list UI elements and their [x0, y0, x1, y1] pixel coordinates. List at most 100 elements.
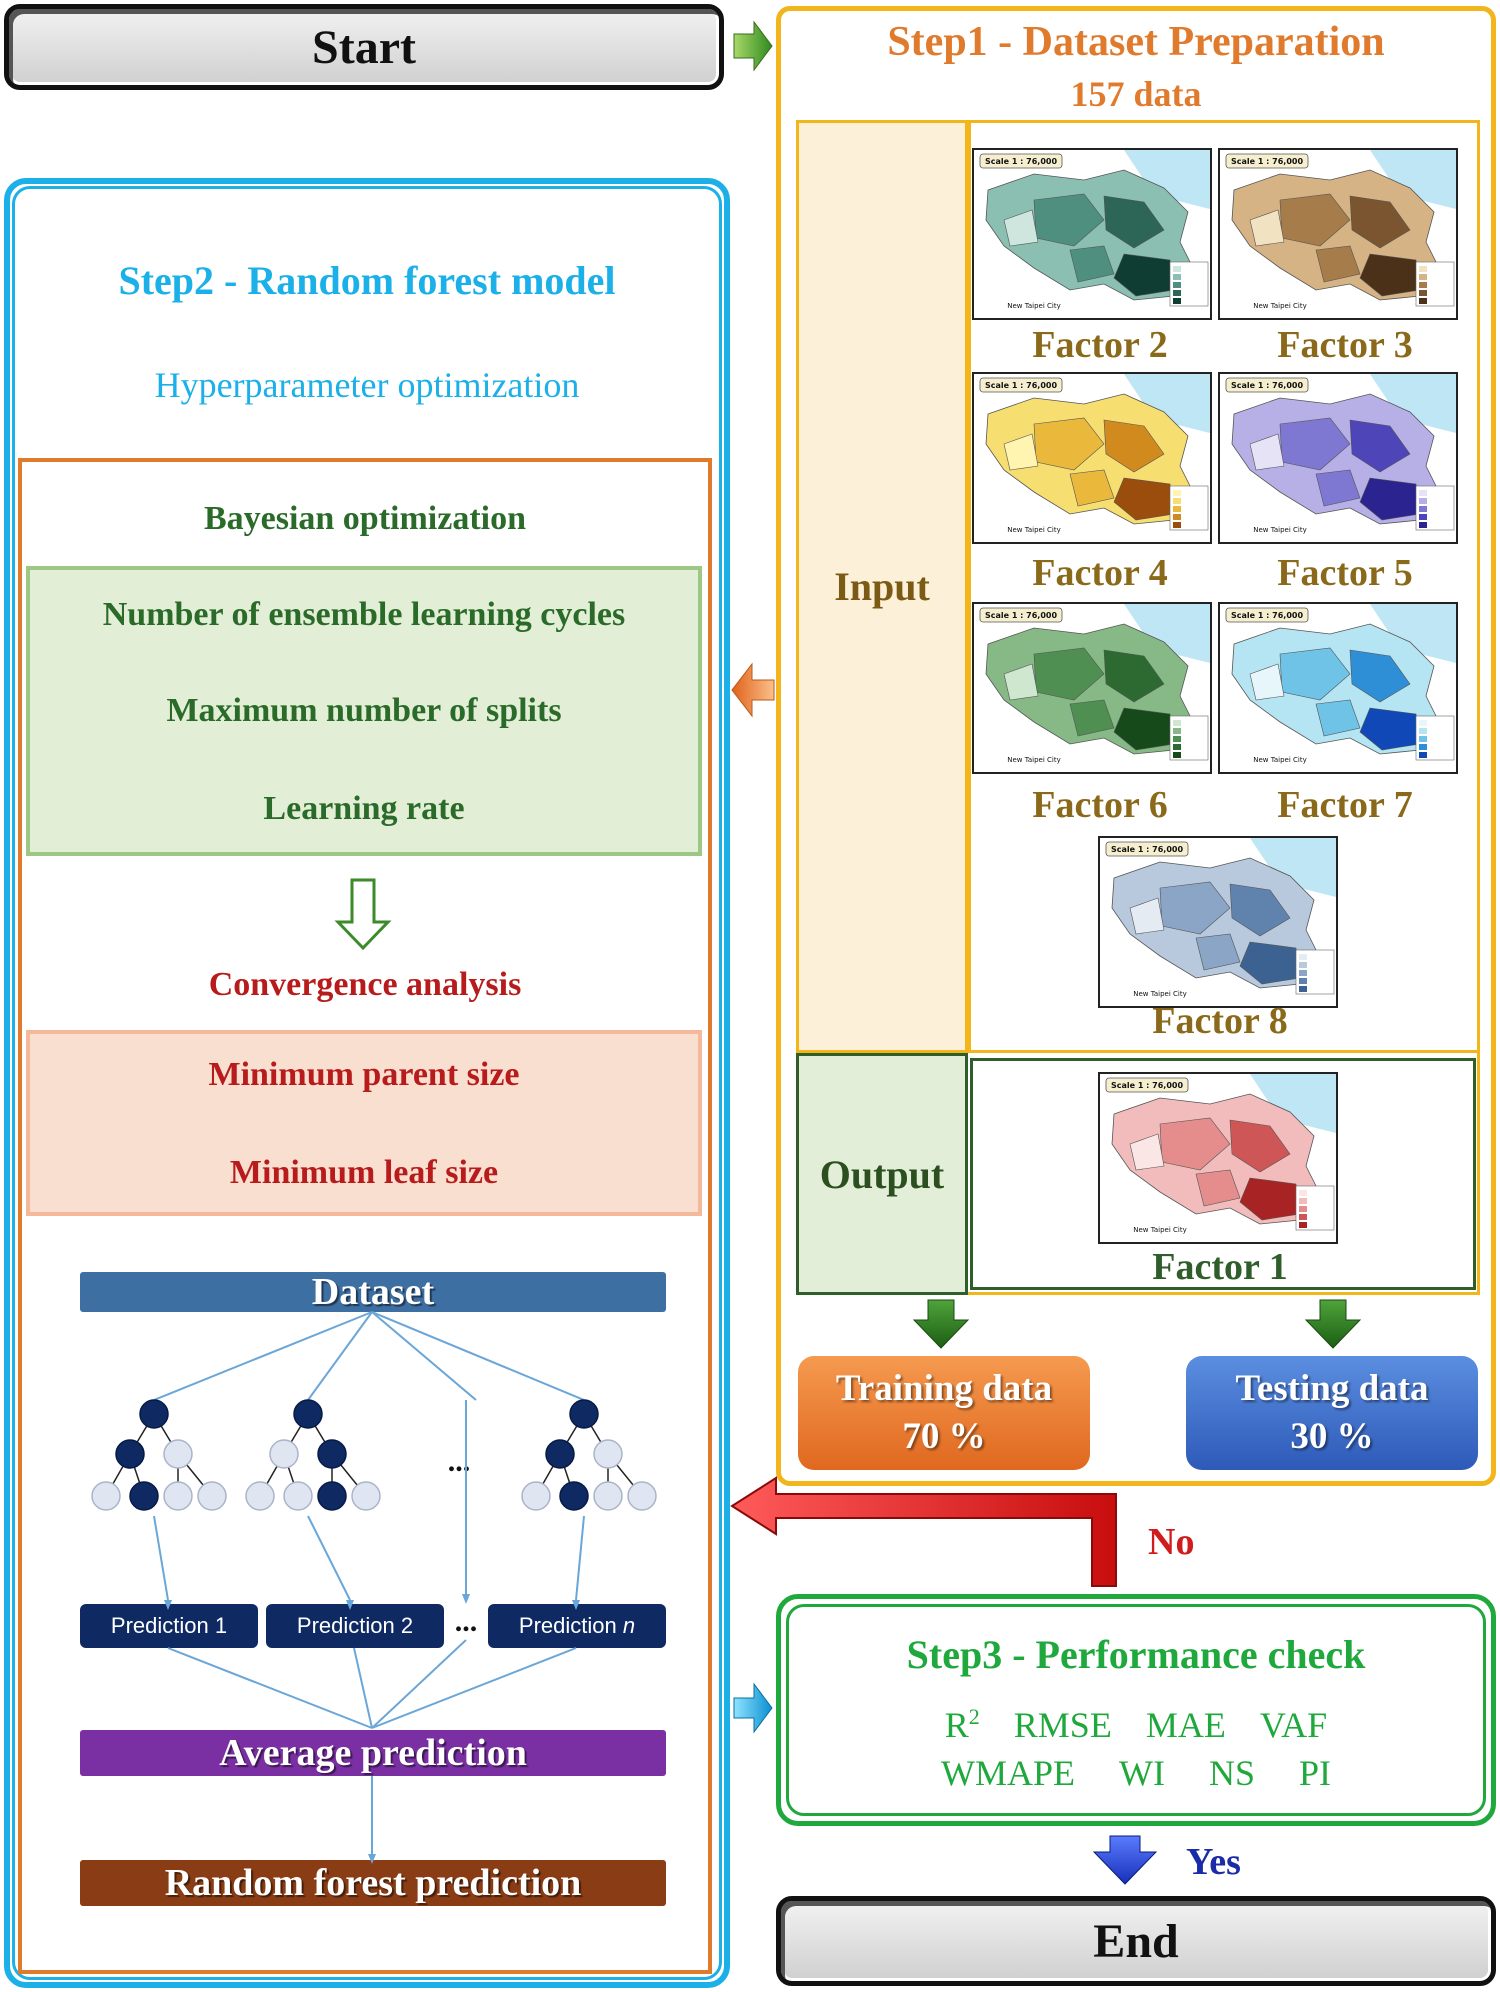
input-cell: Input — [796, 120, 968, 1053]
metric-vaf: VAF — [1259, 1705, 1328, 1745]
param-min-parent: Minimum parent size — [208, 1056, 520, 1093]
svg-text:New Taipei City: New Taipei City — [1253, 526, 1306, 534]
optimization-panel — [18, 458, 712, 1974]
training-value: 70 % — [902, 1416, 986, 1457]
start-box: Start — [4, 4, 724, 90]
arrow-step1-to-step2 — [731, 662, 775, 718]
end-box: End — [776, 1896, 1496, 1986]
output-cell: Output — [796, 1053, 968, 1295]
prediction-n-label: Prediction n — [519, 1613, 635, 1639]
svg-text:Scale 1 : 76,000: Scale 1 : 76,000 — [1231, 381, 1303, 390]
prediction-1: Prediction 1 — [80, 1604, 258, 1648]
svg-text:Scale 1 : 76,000: Scale 1 : 76,000 — [985, 611, 1057, 620]
start-label: Start — [312, 20, 416, 74]
testing-label: Testing data — [1235, 1368, 1429, 1409]
bayesian-title: Bayesian optimization — [203, 500, 527, 537]
arrow-start-to-step1 — [733, 20, 773, 72]
metric-wi: WI — [1118, 1753, 1165, 1793]
svg-text:New Taipei City: New Taipei City — [1133, 1226, 1186, 1234]
metric-r: R — [944, 1705, 969, 1745]
param-learning-rate: Learning rate — [263, 790, 465, 827]
metric-rmse: RMSE — [1013, 1705, 1112, 1745]
svg-text:Scale 1 : 76,000: Scale 1 : 76,000 — [985, 381, 1057, 390]
metrics-row-2: WMAPE WI NS PI — [776, 1750, 1496, 1796]
prediction-n: Prediction n — [488, 1604, 666, 1648]
step2-inner-frame — [12, 186, 722, 1980]
no-label: No — [1148, 1521, 1195, 1563]
metric-ns: NS — [1208, 1753, 1255, 1793]
factor-label-3: Factor 3 — [1277, 324, 1413, 366]
dataset-bar: Dataset — [80, 1271, 666, 1313]
step1-panel — [776, 6, 1496, 1486]
prediction-1-label: Prediction 1 — [110, 1613, 228, 1638]
factor-label-1: Factor 1 — [1152, 1246, 1288, 1288]
testing-value: 30 % — [1290, 1416, 1374, 1457]
output-label: Output — [819, 1151, 945, 1197]
step3-panel — [776, 1594, 1496, 1826]
param-max-splits: Maximum number of splits — [166, 692, 562, 729]
metric-pi: PI — [1298, 1753, 1331, 1793]
output-map-frame — [970, 1058, 1476, 1290]
svg-text:New Taipei City: New Taipei City — [1253, 302, 1306, 310]
svg-text:New Taipei City: New Taipei City — [1007, 756, 1060, 764]
factor-label-2: Factor 2 — [1032, 324, 1168, 366]
arrow-yes — [1092, 1835, 1158, 1885]
rf-prediction-label: Random forest prediction — [164, 1862, 582, 1904]
metrics-row-1: R2 RMSE MAE VAF — [776, 1702, 1496, 1748]
metric-mae: MAE — [1145, 1705, 1226, 1745]
prediction-2-label: Prediction 2 — [296, 1613, 414, 1638]
svg-text:Scale 1 : 76,000: Scale 1 : 76,000 — [1231, 611, 1303, 620]
yes-label: Yes — [1186, 1841, 1241, 1883]
prediction-2: Prediction 2 — [266, 1604, 444, 1648]
arrow-step2-to-step3 — [733, 1682, 773, 1734]
svg-text:New Taipei City: New Taipei City — [1007, 302, 1060, 310]
end-label: End — [1093, 1914, 1179, 1968]
factor-label-6: Factor 6 — [1032, 784, 1168, 826]
param-ensemble-cycles: Number of ensemble learning cycles — [102, 596, 626, 633]
testing-data-box: Testing data 30 % — [1186, 1356, 1478, 1470]
prediction-dots: ... — [454, 1605, 478, 1638]
metric-r-superscript: 2 — [968, 1704, 980, 1729]
step3-inner-frame — [786, 1604, 1486, 1816]
prediction-n-prefix: Prediction — [518, 1613, 623, 1638]
factor-label-5: Factor 5 — [1277, 552, 1413, 594]
metric-wmape: WMAPE — [940, 1753, 1075, 1793]
factor-label-8: Factor 8 — [1152, 1000, 1288, 1042]
step2-subtitle: Hyperparameter optimization — [154, 365, 580, 405]
input-label: Input — [834, 564, 930, 609]
bayesian-params-box — [26, 566, 702, 856]
svg-text:New Taipei City: New Taipei City — [1133, 990, 1186, 998]
metric-r2: R2 — [945, 1704, 980, 1746]
training-data-box: Training data 70 % — [798, 1356, 1090, 1470]
param-min-leaf: Minimum leaf size — [229, 1154, 499, 1191]
arrow-no-loop — [730, 1476, 1117, 1587]
svg-text:Scale 1 : 76,000: Scale 1 : 76,000 — [1231, 157, 1303, 166]
step2-panel — [4, 178, 730, 1988]
prediction-n-var: n — [622, 1613, 636, 1638]
dataset-label: Dataset — [311, 1271, 435, 1313]
input-maps-frame — [968, 120, 1480, 1053]
factor-label-4: Factor 4 — [1032, 552, 1168, 594]
svg-text:Scale 1 : 76,000: Scale 1 : 76,000 — [985, 157, 1057, 166]
convergence-params-box — [26, 1030, 702, 1216]
svg-text:Scale 1 : 76,000: Scale 1 : 76,000 — [1111, 845, 1183, 854]
training-label: Training data — [835, 1368, 1053, 1409]
svg-text:New Taipei City: New Taipei City — [1253, 756, 1306, 764]
tree-dots: ... — [447, 1445, 471, 1478]
svg-text:New Taipei City: New Taipei City — [1007, 526, 1060, 534]
svg-text:Scale 1 : 76,000: Scale 1 : 76,000 — [1111, 1081, 1183, 1090]
step2-title: Step2 - Random forest model — [118, 257, 616, 303]
step1-title: Step1 - Dataset Preparation — [887, 19, 1385, 65]
factor-label-7: Factor 7 — [1277, 784, 1413, 826]
average-prediction-bar: Average prediction — [80, 1730, 666, 1776]
step1-subtitle: 157 data — [1070, 74, 1202, 114]
average-prediction-label: Average prediction — [219, 1732, 527, 1774]
